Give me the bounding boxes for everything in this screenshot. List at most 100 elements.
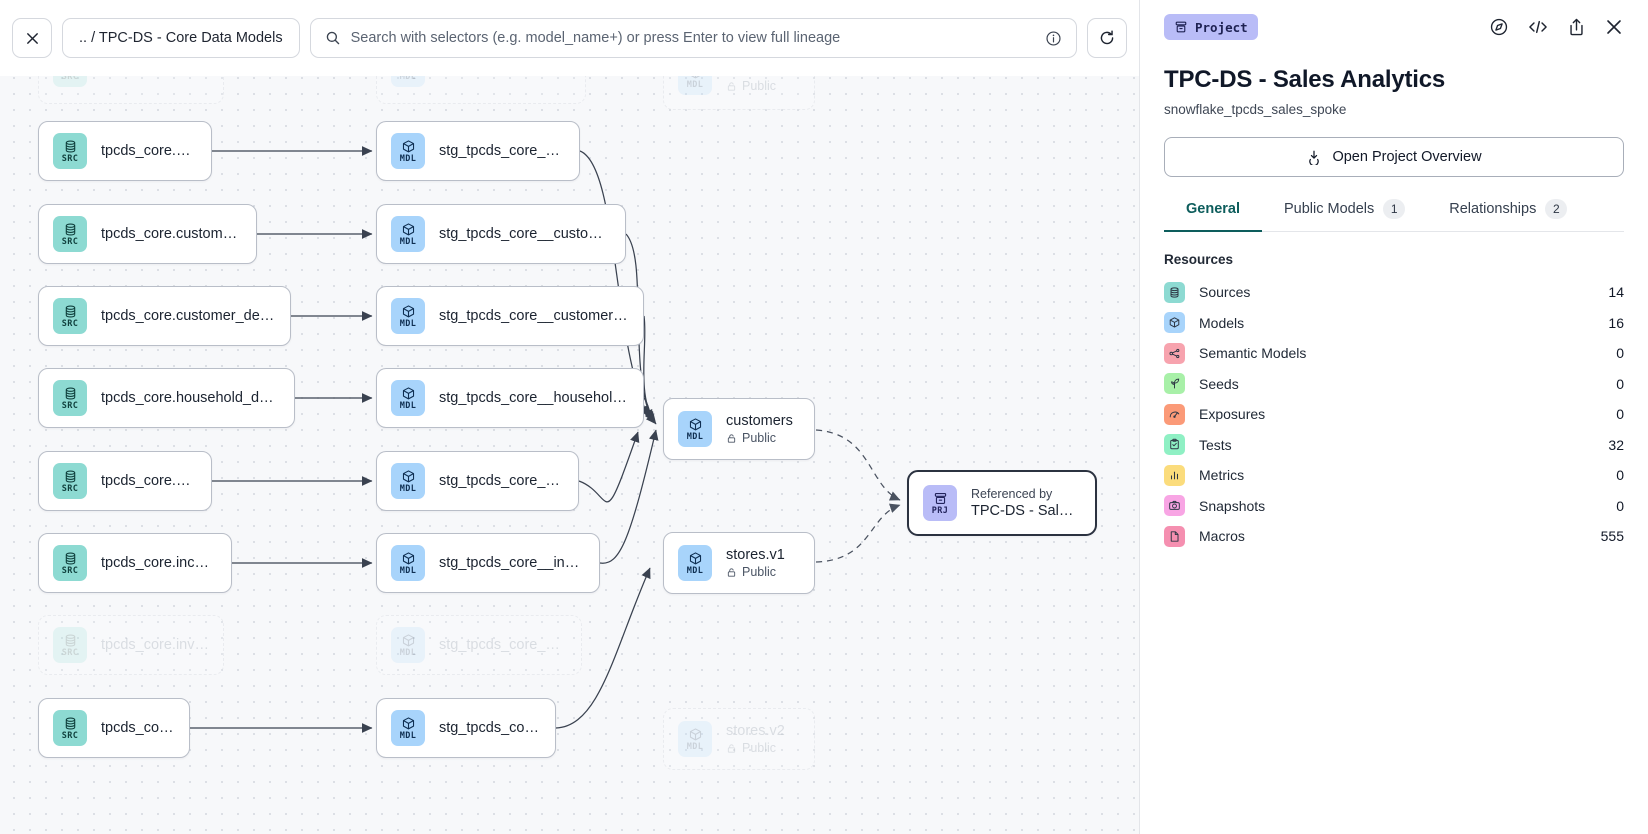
gauge-icon	[1164, 403, 1185, 425]
panel-header: Project	[1164, 0, 1624, 40]
close-icon	[26, 32, 38, 44]
resource-label: Macros	[1199, 528, 1245, 545]
bar-chart-icon	[1164, 464, 1185, 486]
details-panel: Project	[1140, 0, 1648, 834]
node-text: tpcds_core.inventory	[101, 637, 209, 653]
lock-icon	[726, 743, 737, 754]
resource-count: 14	[1608, 284, 1624, 301]
mdl-node-icon: MDL	[678, 721, 712, 757]
node-label: tpcds_core.customer	[101, 143, 197, 159]
search-icon	[326, 31, 339, 45]
mdl-node-icon: MDL	[391, 133, 425, 169]
node-text: tpcds_core.income_band	[101, 555, 217, 571]
node-label: tpcds_core.customer_address	[101, 226, 242, 242]
compass-icon	[1490, 18, 1508, 36]
src-node-icon: SRC	[53, 298, 87, 334]
src-node-icon: SRC	[53, 216, 87, 252]
resource-row-seeds[interactable]: Seeds 0	[1164, 369, 1624, 400]
resource-label: Seeds	[1199, 375, 1239, 392]
resource-row-metrics[interactable]: Metrics 0	[1164, 460, 1624, 491]
node-label: stores.v1	[726, 547, 785, 563]
node-label: stg_tpcds_core__customer_demogra…	[439, 308, 629, 324]
lineage-node-src-customer-address[interactable]: SRC tpcds_core.customer_address	[38, 204, 257, 264]
close-lineage-button[interactable]	[12, 18, 52, 58]
node-text: call_centersPublic	[726, 61, 800, 93]
src-node-icon: SRC	[53, 463, 87, 499]
mdl-node-icon: MDL	[391, 298, 425, 334]
share-button[interactable]	[1567, 17, 1586, 37]
lineage-node-src-customer[interactable]: SRC tpcds_core.customer	[38, 121, 212, 181]
node-text: tpcds_core.customer_address	[101, 226, 242, 242]
search-box[interactable]	[309, 18, 1077, 58]
node-text: tpcds_core.date_dim	[101, 473, 197, 489]
info-icon[interactable]	[1045, 30, 1062, 47]
close-panel-button[interactable]	[1604, 17, 1624, 37]
node-label: tpcds_core.inventory	[101, 637, 209, 653]
open-project-overview-button[interactable]: Open Project Overview	[1164, 137, 1624, 177]
resource-count: 0	[1616, 375, 1624, 392]
mdl-node-icon: MDL	[391, 216, 425, 252]
node-access-label: Public	[742, 565, 777, 579]
lock-icon	[726, 433, 737, 444]
resource-label: Exposures	[1199, 406, 1266, 423]
breadcrumb-label: .. / TPC-DS - Core Data Models	[79, 30, 283, 46]
mdl-node-icon: MDL	[391, 545, 425, 581]
node-access-badge: Public	[726, 79, 800, 93]
resource-count: 0	[1616, 467, 1624, 484]
refresh-icon	[1100, 30, 1114, 45]
node-relation-label: Referenced by	[971, 487, 1053, 501]
lineage-node-mdl-stg-household-demographics[interactable]: MDLstg_tpcds_core__household_demogr…	[376, 368, 644, 428]
node-text: stg_tpcds_core__household_demogr…	[439, 390, 629, 406]
lock-icon	[726, 81, 737, 92]
project-icon	[1175, 21, 1187, 33]
search-input[interactable]	[350, 30, 1035, 46]
open-project-overview-label: Open Project Overview	[1332, 149, 1482, 165]
refresh-button[interactable]	[1087, 18, 1127, 58]
resource-count: 16	[1608, 314, 1624, 331]
lineage-node-mdl-stg-customer-demographics[interactable]: MDL stg_tpcds_core__customer_demogra…	[376, 286, 644, 346]
lineage-node-src-date-dim[interactable]: SRC tpcds_core.date_dim	[38, 451, 212, 511]
camera-icon	[1164, 495, 1185, 517]
resource-type-chip[interactable]: Project	[1164, 14, 1258, 40]
breadcrumb[interactable]: .. / TPC-DS - Core Data Models	[62, 18, 300, 58]
code-icon	[1529, 20, 1547, 34]
tab-general[interactable]: General	[1164, 199, 1262, 232]
explore-button[interactable]	[1489, 17, 1509, 37]
tab-label: Public Models	[1284, 201, 1375, 217]
node-access-badge: Public	[726, 741, 785, 755]
src-node-icon: SRC	[53, 133, 87, 169]
resource-label: Semantic Models	[1199, 345, 1307, 362]
node-text: tpcds_core.household_demographics	[101, 390, 280, 406]
resource-row-exposures[interactable]: Exposures 0	[1164, 399, 1624, 430]
view-code-button[interactable]	[1527, 17, 1549, 37]
resource-count: 0	[1616, 406, 1624, 423]
resource-label: Tests	[1199, 436, 1232, 453]
lineage-canvas[interactable]: .. / TPC-DS - Core Data Models	[0, 0, 1140, 834]
database-icon	[1164, 281, 1185, 303]
resource-label: Metrics	[1199, 467, 1245, 484]
cube-icon	[1164, 312, 1185, 334]
